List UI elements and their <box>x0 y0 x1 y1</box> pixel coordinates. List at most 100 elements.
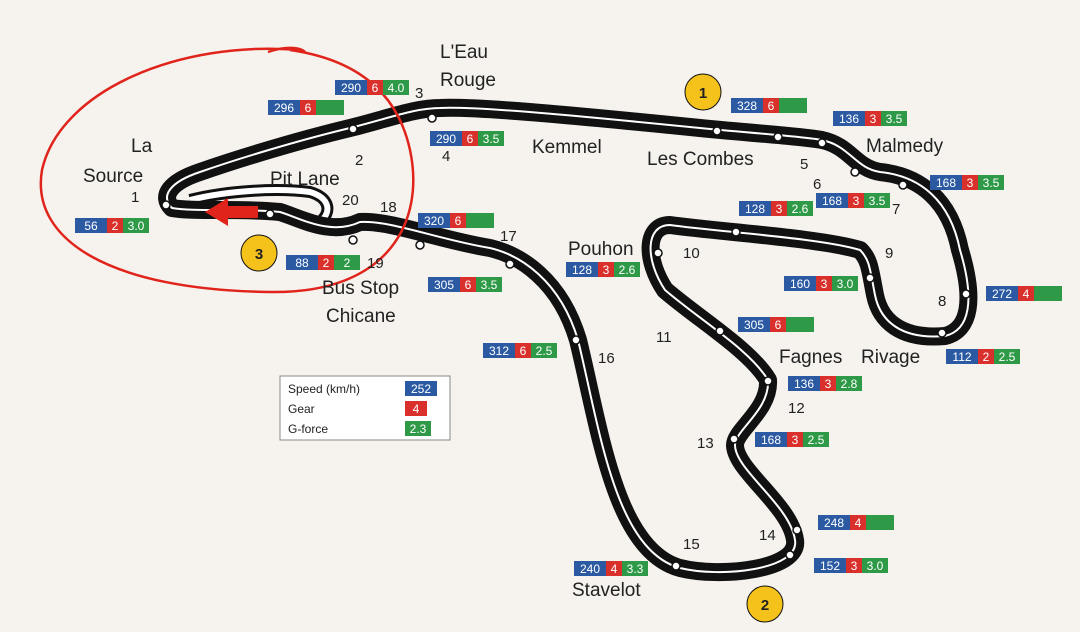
telemetry-speed-cell <box>739 201 771 216</box>
corner-name: Kemmel <box>532 137 602 158</box>
telemetry-speed-cell <box>818 515 850 530</box>
telemetry-speed-cell <box>986 286 1018 301</box>
telemetry-gear-value: 6 <box>467 132 474 146</box>
telemetry-speed-value: 290 <box>341 81 361 95</box>
telemetry-box: 128 3 2.6 <box>566 262 640 277</box>
telemetry-gear-value: 3 <box>870 112 877 126</box>
turn-number: 12 <box>788 400 805 417</box>
telemetry-speed-value: 168 <box>936 176 956 190</box>
sector-1-label: 1 <box>699 85 707 102</box>
legend-gear-label: Gear <box>288 402 315 416</box>
sector-2-label: 2 <box>761 597 769 614</box>
telemetry-gear-cell <box>850 515 866 530</box>
telemetry-speed-cell <box>814 558 846 573</box>
telemetry-speed-cell <box>816 193 848 208</box>
telemetry-g-cell <box>881 111 907 126</box>
telemetry-gear-cell <box>770 317 786 332</box>
track-markers <box>161 113 971 571</box>
corner-name: L'Eau <box>440 42 488 63</box>
telemetry-speed-value: 305 <box>744 318 764 332</box>
telemetry-g-cell <box>803 432 829 447</box>
telemetry-g-value: 2.6 <box>792 202 809 216</box>
telemetry-gear-value: 3 <box>603 263 610 277</box>
telemetry-speed-cell <box>418 213 450 228</box>
telemetry-speed-value: 168 <box>822 194 842 208</box>
telemetry-gear-cell <box>367 80 383 95</box>
telemetry-speed-cell <box>483 343 515 358</box>
telemetry-g-cell <box>862 558 888 573</box>
telemetry-gear-value: 3 <box>821 277 828 291</box>
telemetry-g-value: 2.6 <box>619 263 636 277</box>
turn-number: 5 <box>800 156 808 173</box>
telemetry-g-value: 2 <box>344 256 351 270</box>
telemetry-speed-value: 112 <box>952 350 971 364</box>
telemetry-gear-value: 6 <box>455 214 462 228</box>
turn-number: 19 <box>367 255 384 272</box>
telemetry-g-value: 3.5 <box>483 132 500 146</box>
telemetry-g-value: 2.5 <box>536 344 553 358</box>
telemetry-g-cell <box>466 213 494 228</box>
telemetry-speed-value: 312 <box>489 344 509 358</box>
telemetry-g-cell <box>316 100 344 115</box>
telemetry-gear-value: 2 <box>112 219 119 233</box>
telemetry-speed-value: 136 <box>839 112 859 126</box>
legend-g-value: 2.3 <box>410 422 427 436</box>
turn-number: 15 <box>683 536 700 553</box>
telemetry-g-cell <box>531 343 557 358</box>
corner-name: Rivage <box>861 347 920 368</box>
telemetry-g-cell <box>614 262 640 277</box>
telemetry-speed-cell <box>738 317 770 332</box>
telemetry-speed-cell <box>335 80 367 95</box>
corner-name: Rouge <box>440 70 496 91</box>
telemetry-gear-cell <box>462 131 478 146</box>
turn-number: 4 <box>442 148 450 165</box>
telemetry-g-value: 3.0 <box>837 277 854 291</box>
turn-number: 7 <box>892 201 900 218</box>
telemetry-speed-value: 240 <box>580 562 600 576</box>
legend-g-label: G-force <box>288 422 328 436</box>
telemetry-speed-value: 136 <box>794 377 814 391</box>
turn-number: 11 <box>656 329 672 346</box>
legend-speed-value: 252 <box>411 382 431 396</box>
telemetry-speed-value: 128 <box>572 263 592 277</box>
telemetry-speed-cell <box>755 432 787 447</box>
telemetry-gear-cell <box>978 349 994 364</box>
turn-number: 6 <box>813 176 821 193</box>
telemetry-speed-cell <box>833 111 865 126</box>
telemetry-gear-value: 6 <box>372 81 379 95</box>
corner-name: Stavelot <box>572 580 641 601</box>
telemetry-gear-cell <box>318 255 334 270</box>
corner-name: Les Combes <box>647 149 754 170</box>
telemetry-g-cell <box>779 98 807 113</box>
telemetry-speed-value: 160 <box>790 277 810 291</box>
telemetry-box: 160 3 3.0 <box>784 276 858 291</box>
annotation-circle <box>39 46 415 294</box>
legend: Speed (km/h) 252 Gear 4 G-force 2.3 <box>279 375 451 441</box>
corner-name: La <box>131 136 153 157</box>
telemetry-gear-cell <box>450 213 466 228</box>
telemetry-gear-value: 3 <box>851 559 858 573</box>
sector-markers: 1 2 3 <box>240 73 784 623</box>
telemetry-speed-value: 328 <box>737 99 757 113</box>
corner-name: Malmedy <box>866 136 944 157</box>
telemetry-speed-cell <box>946 349 978 364</box>
telemetry-gear-value: 4 <box>855 516 862 530</box>
turn-number: 8 <box>938 293 946 310</box>
telemetry-gear-cell <box>787 432 803 447</box>
telemetry-gear-value: 4 <box>1023 287 1030 301</box>
turn-number: 18 <box>380 199 397 216</box>
telemetry-g-value: 2.5 <box>999 350 1016 364</box>
